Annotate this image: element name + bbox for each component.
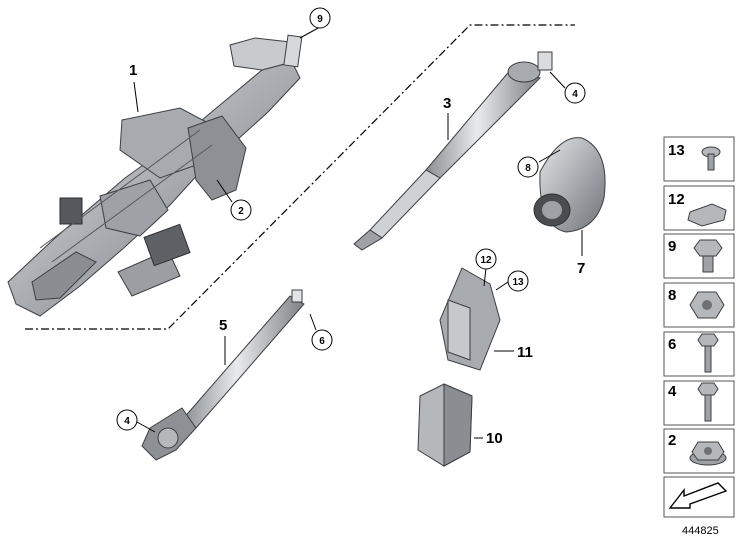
callout-11: 11 [517, 344, 533, 361]
flange-bolt-icon [697, 382, 719, 422]
svg-text:13: 13 [512, 277, 524, 288]
svg-text:4: 4 [572, 89, 578, 100]
panel-row-6: 6 [663, 331, 735, 377]
svg-text:9: 9 [668, 238, 676, 255]
callout-8: 8 [517, 156, 539, 178]
lower-steering-shaft [141, 289, 305, 461]
callout-4-lower: 4 [116, 409, 138, 431]
panel-row-13: 13 [663, 136, 735, 182]
callout-5: 5 [219, 317, 227, 334]
fastener-panel: 13 12 9 8 [663, 136, 735, 518]
steering-sleeve [533, 137, 606, 233]
leader-lines [133, 26, 583, 439]
panel-row-4: 4 [663, 380, 735, 426]
callout-13: 13 [507, 270, 529, 292]
direction-arrow-icon [668, 482, 728, 509]
svg-text:12: 12 [480, 255, 492, 266]
svg-text:12: 12 [668, 191, 685, 208]
svg-text:2: 2 [238, 206, 244, 217]
flange-nut-icon [689, 441, 727, 466]
callout-6: 6 [311, 329, 333, 351]
callout-7: 7 [577, 260, 585, 277]
svg-text:13: 13 [668, 142, 685, 159]
callout-12: 12 [475, 248, 497, 270]
svg-text:4: 4 [668, 383, 677, 400]
callout-1: 1 [129, 62, 137, 79]
svg-text:6: 6 [319, 336, 325, 347]
clip-nut-icon [687, 203, 727, 227]
callout-9: 9 [309, 7, 331, 29]
upper-steering-shaft [353, 51, 553, 251]
control-module [417, 383, 473, 467]
svg-text:9: 9 [317, 14, 323, 25]
long-bolt-icon [697, 333, 719, 373]
svg-text:4: 4 [124, 416, 130, 427]
panel-row-8: 8 [663, 282, 735, 328]
callout-10: 10 [486, 430, 503, 447]
bolt-icon [693, 239, 723, 273]
nut-icon [689, 291, 725, 319]
panel-row-12: 12 [663, 185, 735, 231]
diagram-reference-number: 444825 [682, 525, 719, 537]
callout-3: 3 [443, 95, 451, 112]
svg-text:8: 8 [668, 287, 676, 304]
screw-icon [701, 146, 721, 171]
svg-text:8: 8 [525, 163, 531, 174]
callout-2: 2 [230, 199, 252, 221]
svg-text:2: 2 [668, 432, 676, 449]
callout-4-upper: 4 [564, 82, 586, 104]
panel-row-2: 2 [663, 428, 735, 474]
steering-column-assembly [7, 34, 303, 317]
assembly-boundary [25, 24, 575, 330]
mounting-bracket [439, 267, 501, 371]
svg-text:6: 6 [668, 336, 676, 353]
panel-row-9: 9 [663, 233, 735, 279]
panel-row-arrow [663, 476, 735, 518]
